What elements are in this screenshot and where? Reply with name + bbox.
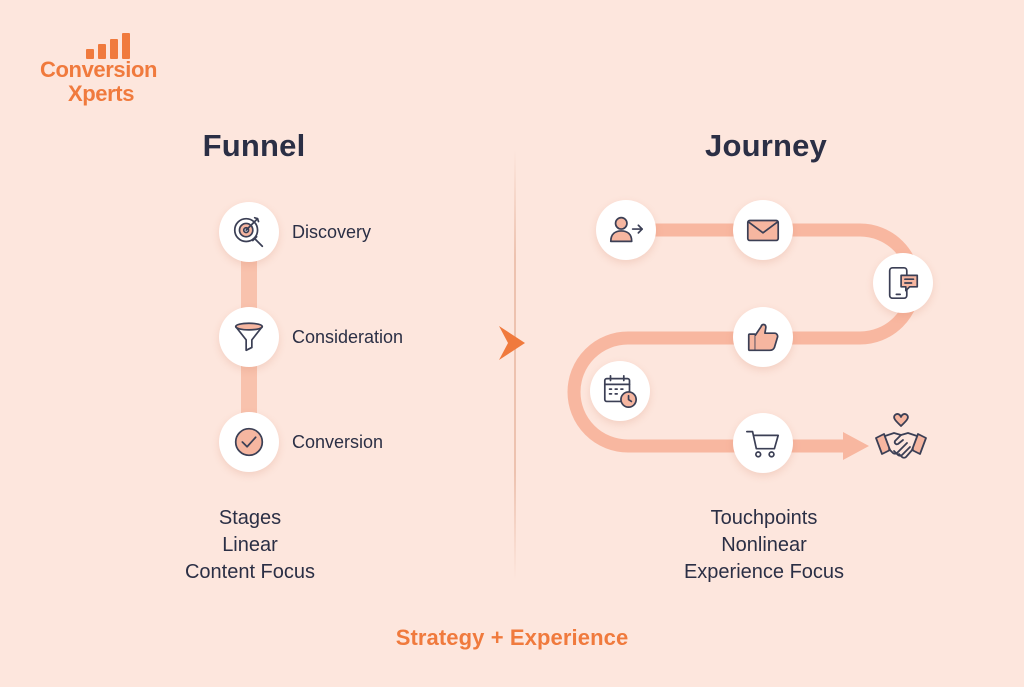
journey-node-calendar xyxy=(590,361,650,421)
stage-label-consideration: Consideration xyxy=(292,327,404,347)
funnel-node-conversion xyxy=(219,412,279,472)
user-arrow-icon xyxy=(609,216,644,243)
chevron-right-icon xyxy=(499,326,525,360)
funnel-summary-line: Linear xyxy=(222,534,278,556)
stage-label-conversion: Conversion xyxy=(292,432,384,452)
handshake-heart-icon xyxy=(875,413,927,459)
journey-summary: Touchpoints Nonlinear Experience Focus xyxy=(644,505,884,586)
journey-node-email xyxy=(733,200,793,260)
footer-tagline: Strategy + Experience xyxy=(395,625,629,650)
envelope-icon xyxy=(746,219,780,242)
funnel-summary-line: Stages xyxy=(218,507,282,529)
funnel-summary-line: Content Focus xyxy=(184,561,316,583)
brand-logo: Conversion Xperts xyxy=(40,30,200,110)
bar-chart-icon xyxy=(86,33,130,59)
funnel-icon xyxy=(234,322,264,352)
panel-divider xyxy=(514,150,516,580)
funnel-summary: Stages Linear Content Focus xyxy=(130,505,370,586)
funnel-title: Funnel xyxy=(202,128,306,163)
funnel-node-consideration xyxy=(219,307,279,367)
journey-path-arrowhead xyxy=(843,432,869,460)
stage-label-discovery: Discovery xyxy=(292,222,372,242)
journey-title: Journey xyxy=(705,128,827,163)
brand-name-line2: Xperts xyxy=(68,81,135,106)
shopping-cart-icon xyxy=(745,430,780,458)
journey-summary-line: Experience Focus xyxy=(683,561,845,583)
check-circle-icon xyxy=(234,427,264,457)
target-search-icon xyxy=(233,216,264,248)
brand-name: Conversion Xperts xyxy=(40,58,200,106)
calendar-clock-icon xyxy=(603,374,638,409)
journey-node-user xyxy=(596,200,656,260)
thumbs-up-icon xyxy=(747,323,779,352)
brand-name-line1: Conversion xyxy=(40,57,158,82)
journey-summary-line: Nonlinear xyxy=(721,534,807,556)
mobile-chat-icon xyxy=(888,266,919,300)
funnel-node-discovery xyxy=(219,202,279,262)
journey-end-handshake xyxy=(872,410,930,468)
journey-node-mobile xyxy=(873,253,933,313)
journey-node-cart xyxy=(733,413,793,473)
journey-node-like xyxy=(733,307,793,367)
journey-summary-line: Touchpoints xyxy=(710,507,818,529)
